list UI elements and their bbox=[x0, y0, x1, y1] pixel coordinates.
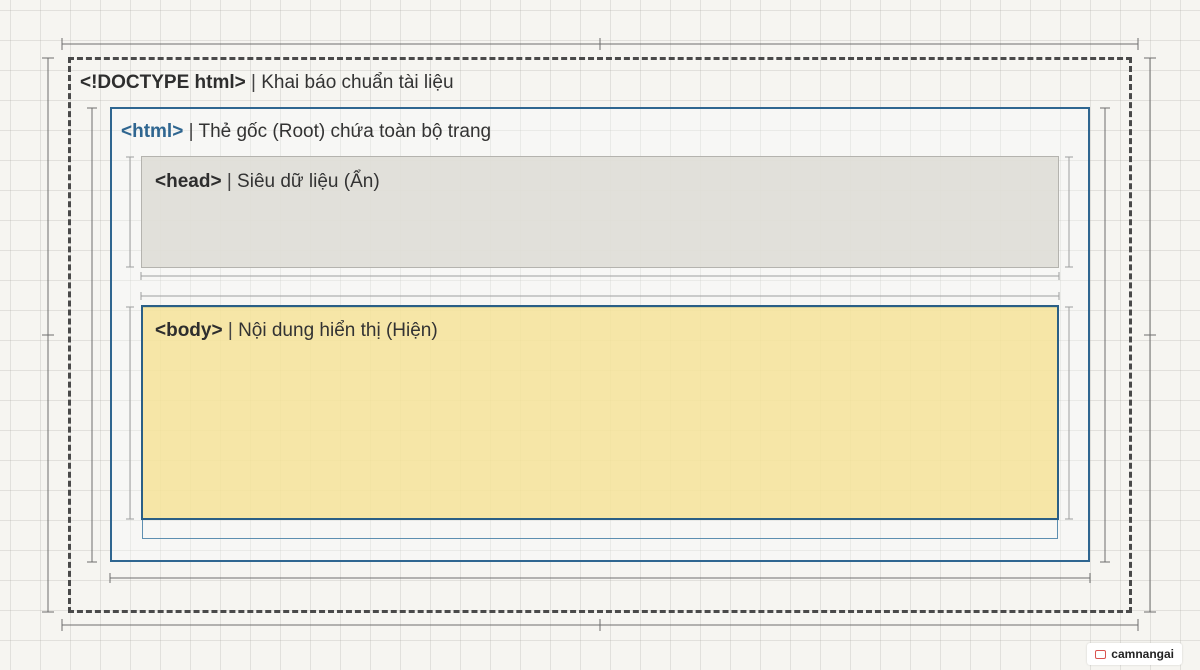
doctype-container bbox=[68, 57, 1132, 613]
body-container bbox=[141, 305, 1059, 520]
html-tag: <html> bbox=[121, 121, 184, 142]
body-tag: <body> bbox=[155, 320, 223, 341]
head-container bbox=[141, 156, 1059, 268]
book-icon bbox=[1095, 649, 1107, 659]
watermark-text: camnangai bbox=[1111, 647, 1174, 661]
doctype-tag: <!DOCTYPE html> bbox=[80, 72, 246, 93]
body-separator: | bbox=[227, 320, 233, 341]
watermark-logo: camnangai bbox=[1087, 643, 1182, 665]
head-description: Siêu dữ liệu (Ẩn) bbox=[237, 171, 380, 192]
html-separator: | bbox=[188, 121, 194, 142]
doctype-label: <!DOCTYPE html> | Khai báo chuẩn tài liệ… bbox=[80, 72, 454, 94]
body-description: Nội dung hiển thị (Hiện) bbox=[238, 320, 438, 341]
body-label: <body> | Nội dung hiển thị (Hiện) bbox=[155, 320, 438, 342]
html-label: <html> | Thẻ gốc (Root) chứa toàn bộ tra… bbox=[121, 121, 491, 143]
doctype-description: Khai báo chuẩn tài liệu bbox=[261, 72, 454, 93]
head-separator: | bbox=[226, 171, 232, 192]
html-description: Thẻ gốc (Root) chứa toàn bộ trang bbox=[198, 121, 492, 142]
head-tag: <head> bbox=[155, 171, 222, 192]
head-label: <head> | Siêu dữ liệu (Ẩn) bbox=[155, 171, 380, 193]
doctype-separator: | bbox=[251, 72, 256, 93]
